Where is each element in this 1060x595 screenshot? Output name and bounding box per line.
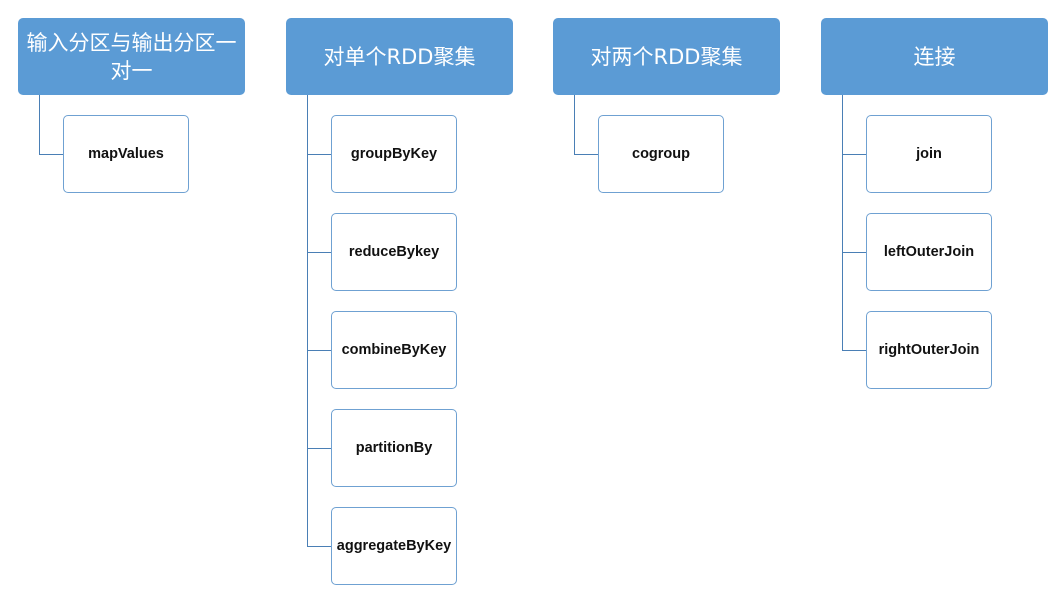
item-box: leftOuterJoin [866, 213, 992, 291]
connector-horizontal [307, 154, 331, 155]
connector-horizontal [307, 448, 331, 449]
connector-horizontal [39, 154, 63, 155]
item-box: join [866, 115, 992, 193]
item-box: aggregateByKey [331, 507, 457, 585]
item-box: rightOuterJoin [866, 311, 992, 389]
item-box: combineByKey [331, 311, 457, 389]
connector-vertical [39, 95, 40, 154]
column-two-rdd-aggregation: 对两个RDD聚集 cogroup [553, 0, 780, 595]
item-box: cogroup [598, 115, 724, 193]
connector-vertical [842, 95, 843, 350]
connector-horizontal [307, 252, 331, 253]
connector-horizontal [842, 154, 866, 155]
connector-vertical [574, 95, 575, 154]
connector-horizontal [307, 350, 331, 351]
column-header: 连接 [821, 18, 1048, 95]
connector-horizontal [574, 154, 598, 155]
connector-horizontal [842, 350, 866, 351]
item-box: mapValues [63, 115, 189, 193]
item-box: groupByKey [331, 115, 457, 193]
item-box: reduceBykey [331, 213, 457, 291]
column-header: 对两个RDD聚集 [553, 18, 780, 95]
column-one-to-one: 输入分区与输出分区一对一 mapValues [18, 0, 245, 595]
column-header: 对单个RDD聚集 [286, 18, 513, 95]
column-single-rdd-aggregation: 对单个RDD聚集 groupByKey reduceBykey combineB… [286, 0, 513, 595]
column-join: 连接 join leftOuterJoin rightOuterJoin [821, 0, 1048, 595]
connector-horizontal [842, 252, 866, 253]
connector-vertical [307, 95, 308, 546]
connector-horizontal [307, 546, 331, 547]
item-box: partitionBy [331, 409, 457, 487]
column-header: 输入分区与输出分区一对一 [18, 18, 245, 95]
